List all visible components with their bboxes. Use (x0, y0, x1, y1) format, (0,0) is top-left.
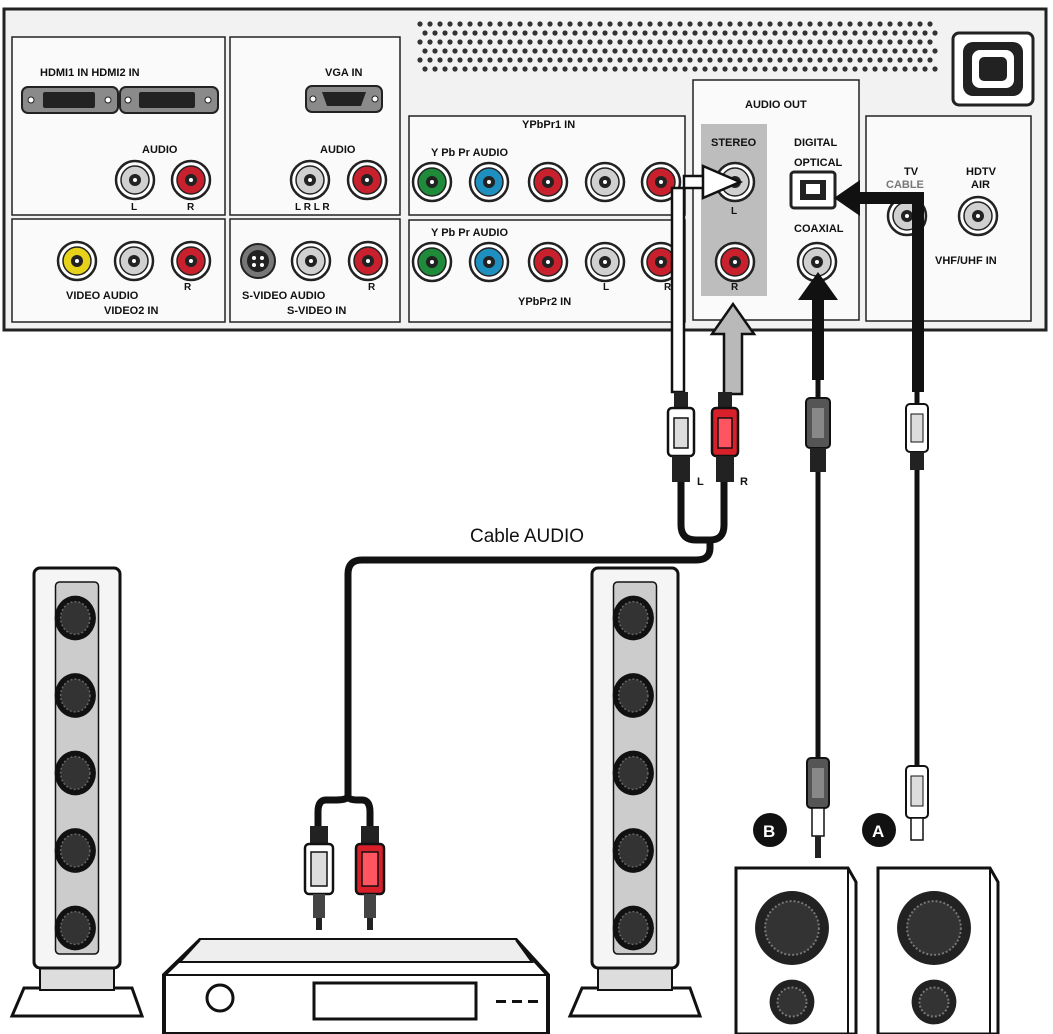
rca-jack-icon[interactable] (289, 159, 331, 201)
audio-label-hdmi: AUDIO (142, 144, 178, 156)
plug-r-label: R (740, 476, 748, 488)
receiver-plug-white (303, 826, 335, 930)
ypbpr2-r: R (664, 282, 672, 293)
optical-label: OPTICAL (794, 157, 843, 169)
rca-jack-icon[interactable] (796, 241, 838, 283)
rca-jack-icon[interactable] (468, 161, 510, 203)
ypbpr1-sub: Y Pb Pr AUDIO (431, 147, 508, 159)
tv-rear-panel: HDMI1 IN HDMI2 IN VGA IN AUDIO AUDIO L R… (2, 7, 1048, 332)
hdmi-label: HDMI1 IN HDMI2 IN (40, 67, 140, 79)
speaker-tower-right (567, 566, 703, 1018)
plugs: L R (303, 392, 929, 930)
rca-jack-icon[interactable] (290, 240, 332, 282)
speaker-box-a (876, 866, 1000, 1034)
badge-b: B (753, 813, 787, 847)
receiver-knob-icon (205, 983, 235, 1013)
rca-jack-icon[interactable] (527, 241, 569, 283)
cable-audio-caption: Cable AUDIO (470, 526, 584, 547)
optical-port-icon[interactable] (789, 170, 837, 210)
rca-jack-icon[interactable] (56, 240, 98, 282)
receiver-display (312, 981, 478, 1021)
cables (314, 468, 920, 828)
rca-jack-icon[interactable] (411, 241, 453, 283)
air-label: AIR (971, 179, 990, 191)
rca-jack-icon[interactable] (170, 240, 212, 282)
badge-b-label: B (763, 822, 775, 841)
rca-jack-icon[interactable] (170, 159, 212, 201)
svideo-label: S-VIDEO IN (287, 305, 346, 317)
rca-jack-icon[interactable] (584, 241, 626, 283)
rca-jack-icon[interactable] (346, 159, 388, 201)
digital-label: DIGITAL (794, 137, 837, 149)
svideo-port-icon[interactable] (240, 243, 276, 279)
arrow-coaxial (798, 272, 838, 380)
rca-jacks (56, 159, 999, 283)
coax-plug-bottom (806, 757, 830, 858)
svideo-r: R (368, 282, 376, 293)
video2-label: VIDEO2 IN (104, 305, 158, 317)
rca-jack-icon[interactable] (411, 161, 453, 203)
arrow-right-channel (709, 301, 757, 396)
speaker-box-b (734, 866, 858, 1034)
hdmi2-port-icon[interactable] (119, 86, 219, 114)
ypbpr2-l: L (603, 282, 609, 293)
vga-audio-lr: L R L R (295, 202, 330, 213)
speaker-tower-left (9, 566, 145, 1018)
ypbpr1-label: YPbPr1 IN (522, 119, 575, 131)
rca-jack-icon[interactable] (468, 241, 510, 283)
vhf-uhf-label: VHF/UHF IN (935, 255, 997, 267)
arrow-optical (834, 180, 924, 392)
audio-out-label: AUDIO OUT (745, 99, 807, 111)
svideo-sub: S-VIDEO AUDIO (242, 290, 326, 302)
tv-label: TV (904, 166, 919, 178)
arrow-left-channel (670, 164, 744, 394)
vga-label: VGA IN (325, 67, 363, 79)
badge-a: A (862, 813, 896, 847)
power-socket-icon (951, 31, 1035, 107)
video2-r: R (184, 282, 192, 293)
speakers (9, 566, 1000, 1034)
hdmi-audio-l: L (131, 202, 137, 213)
hdmi1-port-icon[interactable] (21, 86, 119, 114)
coax-plug-top (805, 397, 831, 472)
optical-plug-bottom (905, 765, 929, 841)
rca-jack-icon[interactable] (114, 159, 156, 201)
plug-left-white (666, 392, 696, 482)
stereo-l: L (731, 206, 737, 217)
hdtv-label: HDTV (966, 166, 997, 178)
vga-port-icon[interactable] (305, 85, 383, 113)
rca-jack-icon[interactable] (584, 161, 626, 203)
hdmi-audio-r: R (187, 202, 195, 213)
signal-arrows (670, 164, 924, 404)
optical-plug-top (905, 403, 929, 470)
plug-l-label: L (697, 476, 704, 488)
ypbpr2-sub: Y Pb Pr AUDIO (431, 227, 508, 239)
coaxial-label: COAXIAL (794, 223, 844, 235)
video2-sub: VIDEO AUDIO (66, 290, 139, 302)
plug-right-red (710, 392, 740, 482)
ypbpr2-label: YPbPr2 IN (518, 296, 571, 308)
rca-jack-icon[interactable] (714, 241, 756, 283)
rca-jack-icon[interactable] (347, 240, 389, 282)
av-receiver (162, 938, 550, 1034)
stereo-label: STEREO (711, 137, 757, 149)
stereo-r: R (731, 282, 739, 293)
receiver-plug-red (354, 826, 386, 930)
rca-jack-icon[interactable] (957, 195, 999, 237)
rca-jack-icon[interactable] (113, 240, 155, 282)
vent-grille (417, 21, 938, 72)
audio-label-vga: AUDIO (320, 144, 356, 156)
badge-a-label: A (872, 822, 884, 841)
rca-jack-icon[interactable] (640, 161, 682, 203)
cable-label: CABLE (886, 179, 924, 191)
rca-jack-icon[interactable] (527, 161, 569, 203)
